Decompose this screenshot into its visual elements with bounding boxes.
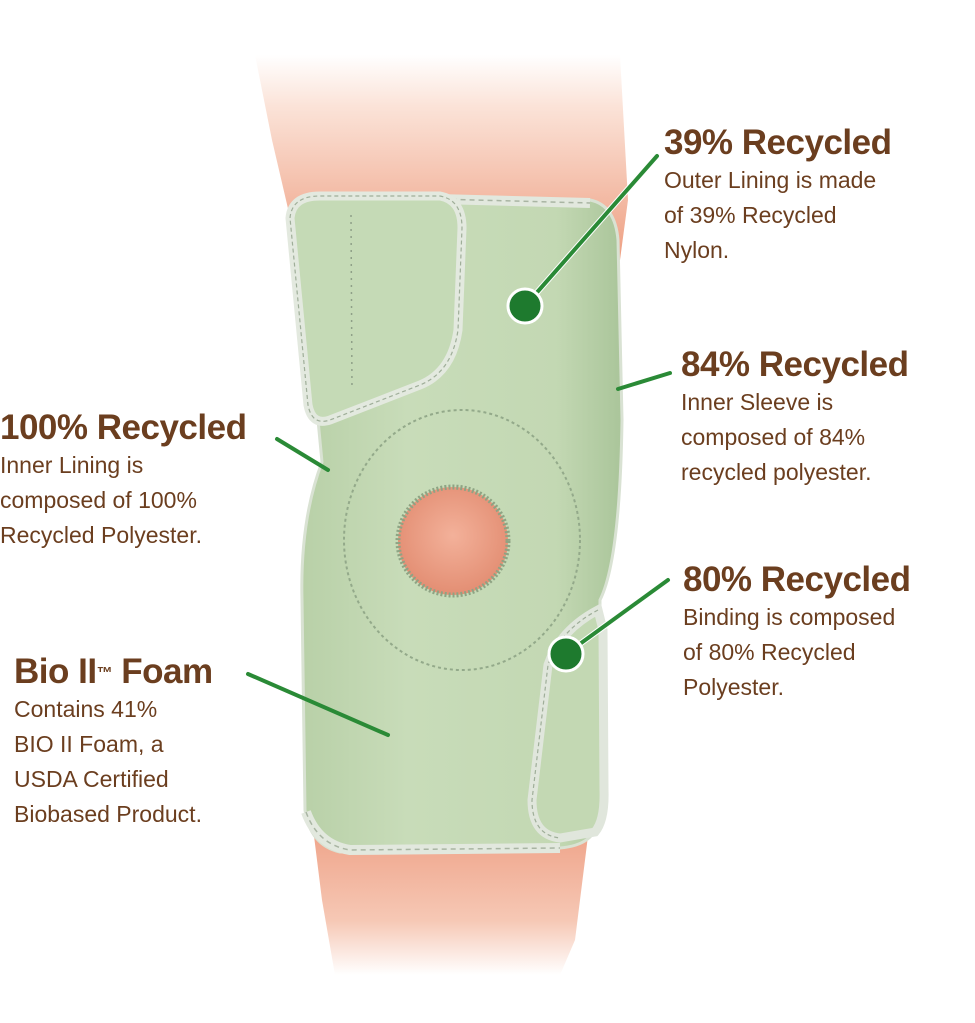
leader-line-100	[275, 437, 330, 472]
callout-line: Inner Lining is	[0, 452, 144, 478]
upper-strap	[285, 191, 467, 426]
callout-line: Biobased Product.	[14, 801, 202, 827]
callout-title: 39% Recycled	[664, 123, 892, 162]
callout-title: 100% Recycled	[0, 408, 247, 447]
callout-binding: 80% Recycled Binding is composed of 80% …	[683, 560, 911, 705]
callout-line: Polyester.	[683, 674, 784, 700]
callout-line: Recycled Polyester.	[0, 522, 202, 548]
leader-line-39	[523, 154, 659, 308]
callout-line: Binding is composed	[683, 604, 896, 630]
callout-line: of 39% Recycled	[664, 202, 837, 228]
leader-line-84	[616, 371, 672, 391]
callout-line: BIO II Foam, a	[14, 731, 164, 757]
callout-inner-lining: 100% Recycled Inner Lining is composed o…	[0, 408, 247, 553]
callout-bio-foam: Bio II™ Foam Contains 41% BIO II Foam, a…	[14, 652, 213, 832]
callout-inner-sleeve: 84% Recycled Inner Sleeve is composed of…	[681, 345, 909, 490]
leader-line-80	[564, 578, 670, 656]
trademark-mark: ™	[96, 665, 113, 682]
callout-line: Inner Sleeve is	[681, 389, 834, 415]
callout-line: recycled polyester.	[681, 459, 872, 485]
callout-title-text: Bio II	[14, 652, 97, 691]
callout-line: Nylon.	[664, 237, 730, 263]
callout-dot-80	[547, 635, 585, 673]
callout-line: USDA Certified	[14, 766, 169, 792]
callout-dot-39	[506, 287, 544, 325]
callout-line: Contains 41%	[14, 696, 158, 722]
callout-line: of 80% Recycled	[683, 639, 856, 665]
callout-title: 84% Recycled	[681, 345, 909, 384]
patella-opening	[395, 484, 511, 598]
callout-title: 80% Recycled	[683, 560, 911, 599]
callout-line: Outer Lining is made	[664, 167, 877, 193]
callout-title-suffix: Foam	[112, 652, 213, 691]
callout-title: Bio II™ Foam	[14, 652, 213, 692]
callout-outer-lining: 39% Recycled Outer Lining is made of 39%…	[664, 123, 892, 268]
leader-line-bio	[246, 672, 390, 737]
callout-line: composed of 100%	[0, 487, 197, 513]
callout-line: composed of 84%	[681, 424, 866, 450]
patella-ring	[343, 409, 581, 671]
shin-skin	[312, 820, 590, 975]
